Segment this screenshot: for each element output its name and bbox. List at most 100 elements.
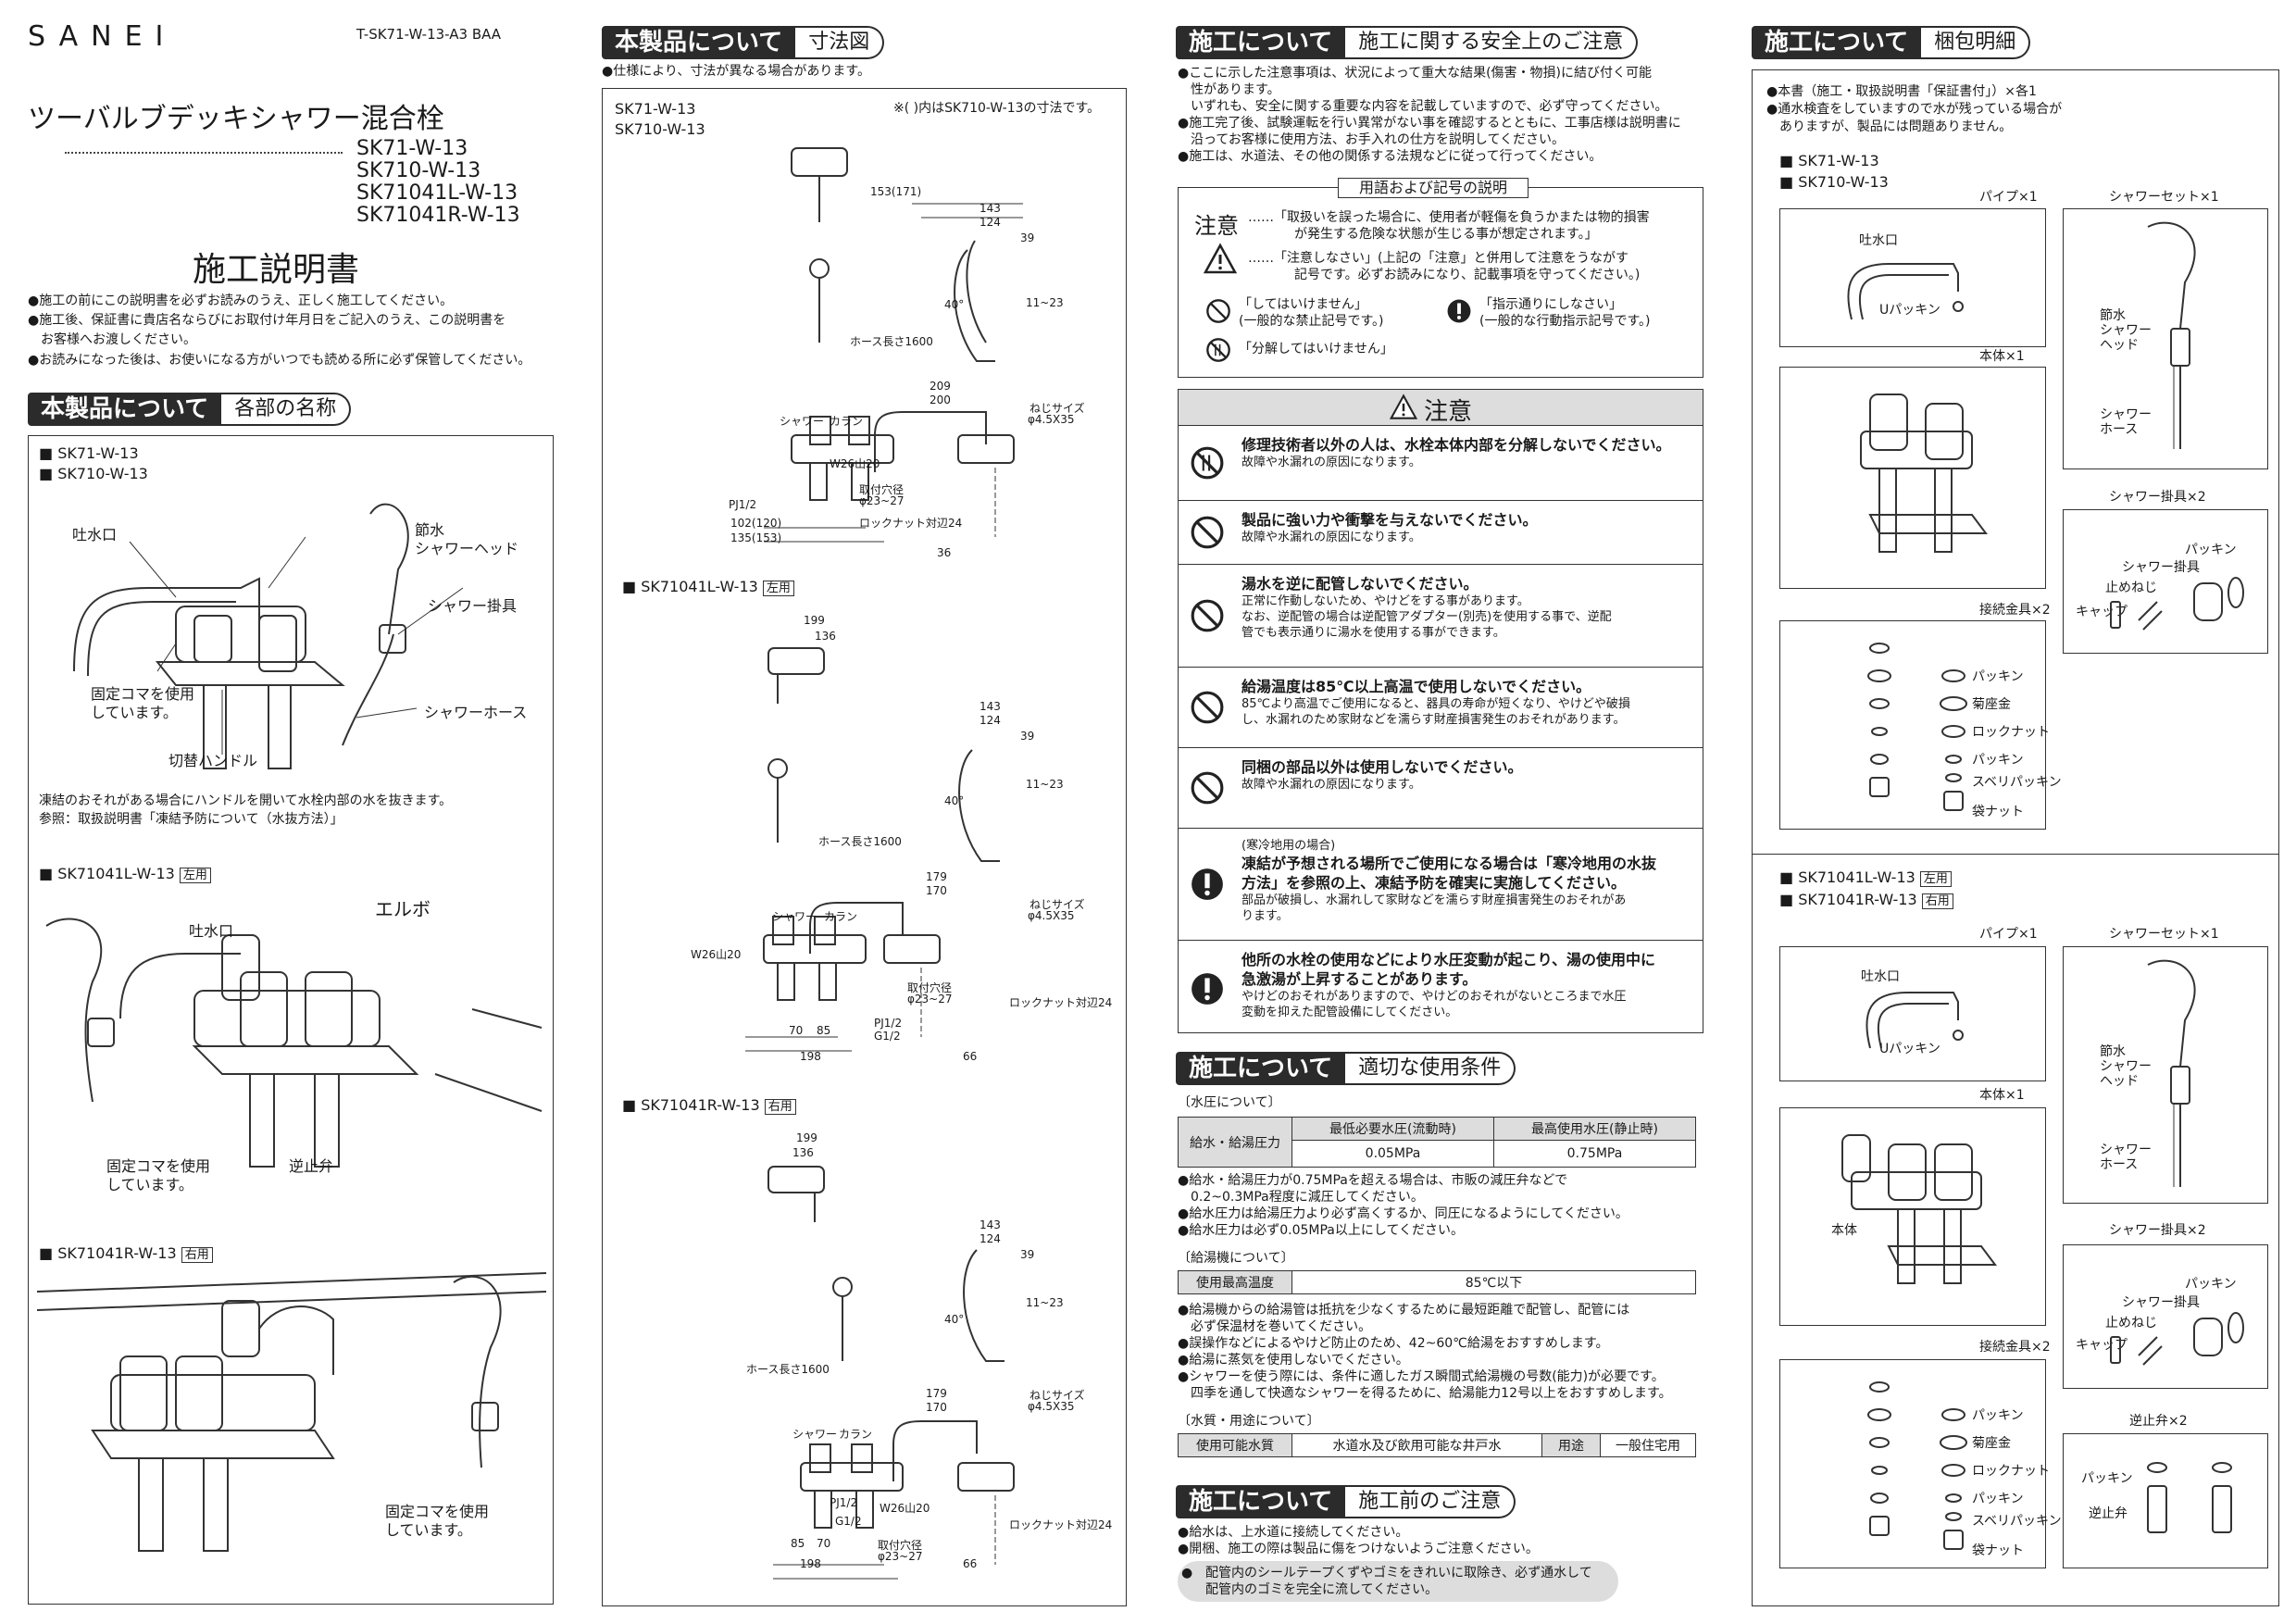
label-text: 節水 シャワー ヘッド (2100, 1044, 2152, 1089)
section-header-parts: 本製品について 各部の名称 (28, 393, 352, 426)
pack1-head: ■ SK71-W-13 (1779, 152, 1879, 169)
pack1-head: ■ SK710-W-13 (1779, 173, 1889, 191)
label-set-screw: 止めねじ (2105, 1316, 2157, 1330)
label-text: シャワー ホース (2100, 1143, 2152, 1172)
caution-title: 注意 (1424, 398, 1473, 426)
caution-row: 修理技術者以外の人は、水栓本体内部を分解しないでください。故障や水漏れの原因にな… (1179, 426, 1703, 501)
section-header-key: 本製品について (28, 393, 222, 426)
label-spout: 吐水口 (189, 922, 234, 940)
caution-detail: 変動を抑えた配管設備にしてください。 (1242, 1006, 1458, 1019)
caution-detail: ります。 (1242, 909, 1289, 923)
warning-triangle-icon (1204, 243, 1237, 274)
heater-value: 85℃以下 (1292, 1270, 1696, 1294)
label-shower-hanger: シャワー掛具 (428, 597, 518, 615)
section-header-safety: 施工について 施工に関する安全上のご注意 (1176, 26, 1639, 59)
dim-label: ロックナット対辺24 (1009, 1518, 1113, 1531)
dim-label: 39 (1020, 730, 1035, 743)
mandatory-icon (1447, 299, 1471, 323)
dim-label: 200 (930, 394, 951, 406)
pipe-caption: パイプ×1 (1979, 927, 2038, 942)
pressure-col1: 最低必要水圧(流動時) (1292, 1117, 1494, 1141)
pressure-note: ●給水・給湯圧力が0.75MPaを超える場合は、市販の減圧弁などで (1178, 1173, 1568, 1188)
caution-list: 修理技術者以外の人は、水栓本体内部を分解しないでください。故障や水漏れの原因にな… (1179, 426, 1703, 1037)
dim-label: 199 (804, 614, 825, 627)
water-head: 〔水質・用途について〕 (1178, 1414, 1320, 1429)
section-header-sub: 梱包明細 (1921, 26, 2031, 59)
label-slip-packing: スベリパッキン (1972, 1514, 2062, 1529)
dims-paren-note: ※( )内はSK710-W-13の寸法です。 (893, 101, 1101, 116)
chui-label: 注意 (1194, 213, 1239, 239)
dimension-drawing-2 (745, 647, 1000, 1052)
label-check-valve: 逆止弁 (289, 1157, 334, 1175)
prohibit-text: (一般的な禁止記号です。) (1239, 314, 1384, 329)
dim-label: 取付穴径 (907, 981, 953, 994)
section-header-conditions: 施工について 適切な使用条件 (1176, 1052, 1516, 1085)
label-shower-head: 節水 シャワー ヘッド (2100, 308, 2152, 353)
label-elbow: エルボ (375, 898, 430, 920)
dims-head: SK71-W-13 (615, 100, 696, 118)
model-label: ■ SK71041L-W-13 (39, 865, 175, 882)
label-shower-head: 節水 シャワー ヘッド (2100, 1044, 2152, 1089)
caution-detail: (寒冷地用の場合) (1242, 839, 1336, 853)
dim-label: 170 (926, 1401, 947, 1414)
brand-logo: SANEI (28, 20, 177, 53)
caution-header-bar (1179, 390, 1703, 426)
label-packing: パッキン (2185, 1277, 2237, 1292)
label-cap: キャップ (2076, 605, 2128, 619)
section-header-dims: 本製品について 寸法図 (602, 26, 885, 59)
pressure-note: ●給水圧力は必ず0.05MPa以上にしてください。 (1178, 1223, 1465, 1238)
caution-heading: 同梱の部品以外は使用しないでください。 (1242, 758, 1523, 776)
model-label: ■ SK71041L-W-13 (1779, 868, 1915, 886)
dim-label: 124 (980, 714, 1001, 727)
caution-detail: 正常に作動しないため、やけどをする事があります。 (1242, 594, 1529, 608)
caution-detail: し、水漏れのため家財などを濡らす財産損害発生のおそれがあります。 (1242, 713, 1626, 727)
pressure-head: 〔水圧について〕 (1178, 1095, 1281, 1110)
heater-table: 使用最高温度 85℃以下 (1178, 1270, 1696, 1294)
doc-code: T-SK71-W-13-A3 BAA (356, 26, 502, 43)
caution-row: (寒冷地用の場合)凍結が予想される場所でご使用になる場合は「寒冷地用の水抜方法」… (1179, 829, 1703, 941)
caution-heading: 急激湯が上昇することがあります。 (1242, 970, 1478, 988)
caution-text: 同梱の部品以外は使用しないでください。故障や水漏れの原因になります。 (1242, 757, 1523, 793)
model-1: SK71-W-13 (356, 137, 468, 160)
dim-label: 143 (980, 1218, 1001, 1231)
dim-label: 40° (944, 794, 965, 807)
shower-set-illustration (2147, 221, 2196, 449)
pack-panel (1752, 69, 2279, 1606)
body-illustration (1860, 394, 1988, 553)
dim-label: 124 (980, 216, 1001, 229)
heater-note: ●シャワーを使う際には、条件に適したガス瞬間式給湯機の号数(能力)が必要です。 (1178, 1369, 1665, 1384)
dim-label: 66 (963, 1557, 978, 1570)
label-text: 固定コマを使用 しています。 (385, 1503, 490, 1539)
pipe-caption: パイプ×1 (1979, 190, 2038, 205)
dim-label: 198 (800, 1557, 821, 1570)
shower-set-illustration (2147, 959, 2196, 1187)
mandatory-icon (1190, 971, 1225, 1006)
model-2: SK710-W-13 (356, 159, 481, 182)
before-hl-line: 配管内のシールテープくずやゴミをきれいに取除き、必ず通水して (1205, 1566, 1592, 1580)
dim-label: 179 (926, 870, 947, 883)
dim-label: 85 (817, 1024, 831, 1037)
dim-label: ねじサイズ (1029, 1389, 1085, 1402)
dim-label: ロックナット対辺24 (859, 517, 963, 530)
water-label2: 用途 (1541, 1433, 1601, 1457)
pack2-head: ■ SK71041R-W-13 右用 (1779, 891, 1953, 911)
caution-row: 製品に強い力や衝撃を与えないでください。故障や水漏れの原因になります。 (1179, 501, 1703, 565)
bullet-dot: ● (1181, 1566, 1193, 1580)
label-cap-nut: 袋ナット (1972, 1543, 2024, 1558)
dims-head-left: ■ SK71041L-W-13 左用 (622, 578, 794, 598)
heater-head: 〔給湯機について〕 (1178, 1251, 1294, 1266)
freeze-note: 参照：取扱説明書「凍結予防について（水抜方法）」 (39, 812, 343, 827)
pressure-row-label: 給水・給湯圧力 (1178, 1117, 1292, 1168)
dim-label: G1/2 (835, 1515, 862, 1528)
parts-head: ■ SK71-W-13 (39, 444, 139, 462)
caution-text: 製品に強い力や衝撃を与えないでください。故障や水漏れの原因になります。 (1242, 510, 1538, 545)
check-box (2063, 1433, 2268, 1568)
parts-head-right: ■ SK71041R-W-13 右用 (39, 1244, 213, 1265)
conn-box (1779, 1359, 2046, 1568)
faucet-illustration-right (37, 1272, 546, 1552)
safety-intro: 性があります。 (1178, 82, 1280, 97)
chui-text: ……「取扱いを誤った場合に、使用者が軽傷を負うかまたは物的損害 (1248, 210, 1650, 225)
dim-label: 135(153) (730, 531, 782, 544)
dim-label: ねじサイズ (1029, 898, 1085, 911)
prohibit-icon (1206, 299, 1230, 323)
